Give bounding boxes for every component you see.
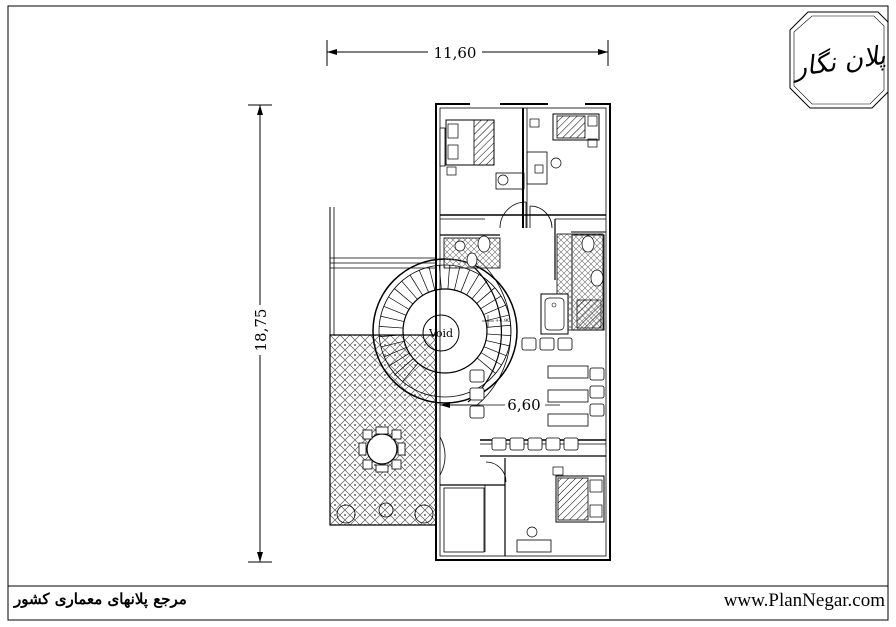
stair-tread [483,304,506,315]
chair [545,437,561,451]
chair [589,367,605,381]
stair-tread [486,324,511,328]
stair-tread [480,295,502,310]
stair-tread [454,266,461,291]
persian-caption: مرجع پلانهای معماری کشور [14,590,187,608]
chair [469,387,485,401]
stair-tread [401,280,418,300]
stair-tread [485,314,510,322]
sheet-border [7,5,889,621]
stair-tread [483,346,507,357]
bathroom-right [540,233,604,335]
stair-tread [383,305,407,316]
stair-tread [428,266,436,291]
stair-tread [384,347,407,358]
dimension-height: 18,75 [248,104,272,563]
stair-tread [394,358,414,375]
stair-tread [380,315,405,322]
website-url: www.PlanNegar.com [723,590,885,611]
level-label: +4.90 [495,318,510,324]
stair-tread [418,270,429,293]
stair-tread [409,274,424,296]
stair-tread [466,274,480,296]
stair-tread [480,352,502,366]
chair [539,337,555,351]
table [547,413,589,427]
width-dimension-label: 11,60 [434,44,477,62]
chair [589,403,605,417]
brand-logo: پلان نگار [789,11,889,109]
chair [521,337,537,351]
stair-tread [471,280,488,300]
terrace [329,207,437,526]
bed-top-left [439,119,525,190]
chair [557,337,573,351]
stair-tread [380,340,405,348]
stair-tread [394,288,414,305]
stair-tread [402,362,419,382]
chair [469,369,485,383]
chair [509,437,525,451]
stair-tread [388,352,410,367]
stair-tread [379,334,404,338]
chair [491,437,507,451]
stair-tread [485,340,510,347]
bed-bottom-right [516,466,605,553]
dimension-inner: 6,60 [440,394,560,414]
inner-dimension-label: 6,60 [507,396,540,414]
table [547,365,589,379]
stair-tread [476,287,496,304]
chair [563,437,579,451]
stair-tread [447,265,450,290]
dimension-width: 11,60 [326,40,609,66]
chair [469,405,485,419]
bathroom-left [443,235,501,269]
stair-treads [379,265,511,382]
stair-tread [486,333,511,336]
stair-tread [379,326,404,329]
stair-tread [388,296,410,310]
table [547,389,589,403]
stair-tread [438,265,442,290]
stair-tread [460,269,471,293]
logo-text: پلان نگار [789,40,888,84]
chair [527,437,543,451]
stair-tread [476,357,496,374]
height-dimension-label: 18,75 [252,309,270,352]
chair [589,385,605,399]
void-label: Void [428,327,453,340]
bed-top-right [526,113,600,185]
living-room-chairs [469,337,605,451]
